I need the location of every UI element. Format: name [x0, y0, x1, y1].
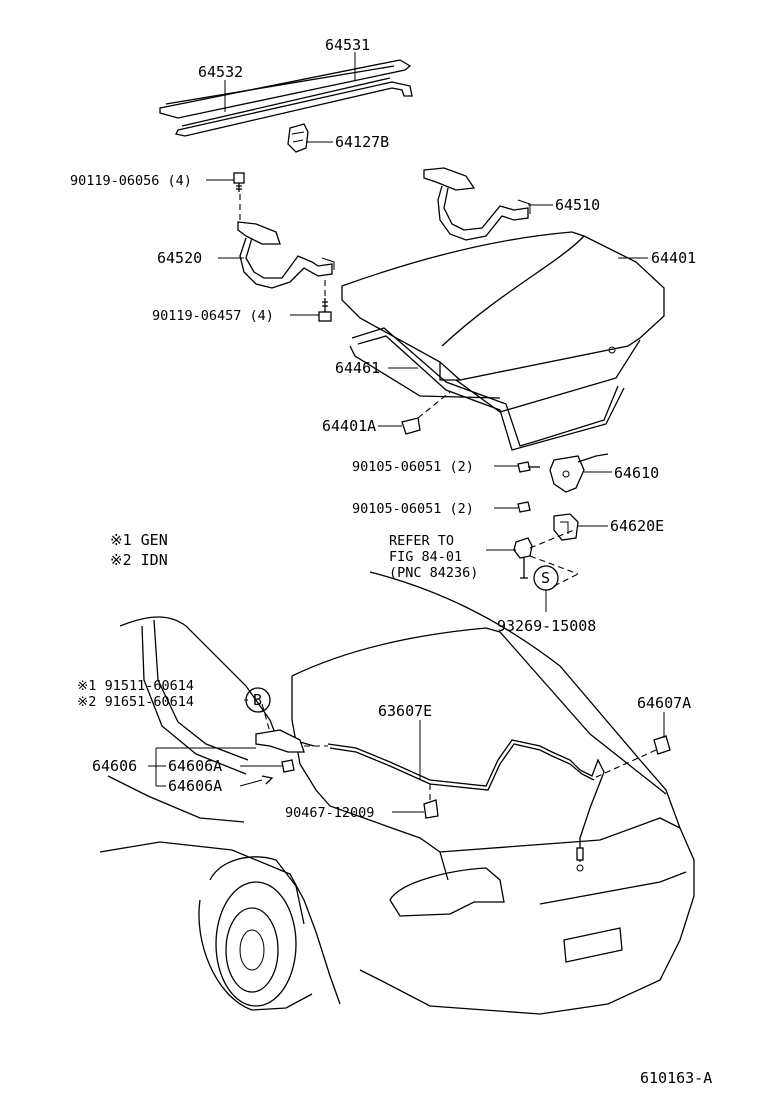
lock-64610 [549, 453, 609, 493]
label-64127B: 64127B [335, 133, 389, 151]
label-64606: 64606 [92, 757, 137, 775]
label-64620E: 64620E [610, 517, 664, 535]
bolt-90105-06051-lower [517, 501, 531, 513]
lever-64606 [255, 729, 315, 785]
clip-64607A [653, 735, 671, 755]
dash-64607A-to-cable [593, 749, 657, 779]
dash-lock-group [529, 529, 579, 587]
dash-B-to-lever [261, 703, 271, 733]
trunk-lid-64401 [341, 231, 665, 413]
label-refer-3: (PNC 84236) [389, 565, 478, 581]
label-refer-1: REFER TO [389, 533, 454, 549]
label-64606A-1: 64606A [168, 757, 222, 775]
label-note-2: ※2 IDN [110, 551, 168, 569]
label-64401: 64401 [651, 249, 696, 267]
label-note-1: ※1 GEN [110, 531, 168, 549]
dash-bumper-to-lid [417, 391, 451, 419]
label-fig-id: 610163-A [640, 1069, 712, 1087]
label-91511-60614: ※1 91511-60614 [77, 678, 194, 694]
label-90119-06457: 90119-06457 (4) [152, 308, 274, 324]
leader-64606A-2 [239, 779, 263, 787]
clip-90467-12009 [423, 799, 439, 819]
bolt-90105-06051-upper [517, 461, 540, 473]
label-s-mark: S [541, 569, 550, 587]
key-cylinder [513, 537, 533, 579]
label-91651-60614: ※2 91651-60614 [77, 694, 194, 710]
label-64461: 64461 [335, 359, 380, 377]
label-refer-2: FIG 84-01 [389, 549, 462, 565]
label-90467-12009: 90467-12009 [285, 805, 374, 821]
leader-64606-bracket [148, 747, 256, 787]
hinge-64520 [237, 221, 335, 289]
bumper-64401A [401, 417, 421, 435]
cable-63607E [327, 739, 605, 872]
label-64520: 64520 [157, 249, 202, 267]
bolt-90119-06056 [233, 172, 245, 192]
weatherstrip-64461 [349, 327, 625, 451]
label-64610: 64610 [614, 464, 659, 482]
label-90119-06056: 90119-06056 (4) [70, 173, 192, 189]
label-64606A-2: 64606A [168, 777, 222, 795]
hinge-64510 [423, 167, 531, 241]
label-64532: 64532 [198, 63, 243, 81]
label-64531: 64531 [325, 36, 370, 54]
label-64401A: 64401A [322, 417, 376, 435]
clip-64127B [287, 123, 309, 153]
label-93269-15008: 93269-15008 [497, 617, 596, 635]
label-90105-06051-upper: 90105-06051 (2) [352, 459, 474, 475]
label-90105-06051-lower: 90105-06051 (2) [352, 501, 474, 517]
striker-64620E [553, 513, 579, 541]
torsion-bars [159, 59, 413, 137]
label-64607A: 64607A [637, 694, 691, 712]
label-64510: 64510 [555, 196, 600, 214]
label-63607E: 63607E [378, 702, 432, 720]
label-b-mark: B [253, 691, 262, 709]
bolt-90119-06457 [318, 298, 332, 322]
